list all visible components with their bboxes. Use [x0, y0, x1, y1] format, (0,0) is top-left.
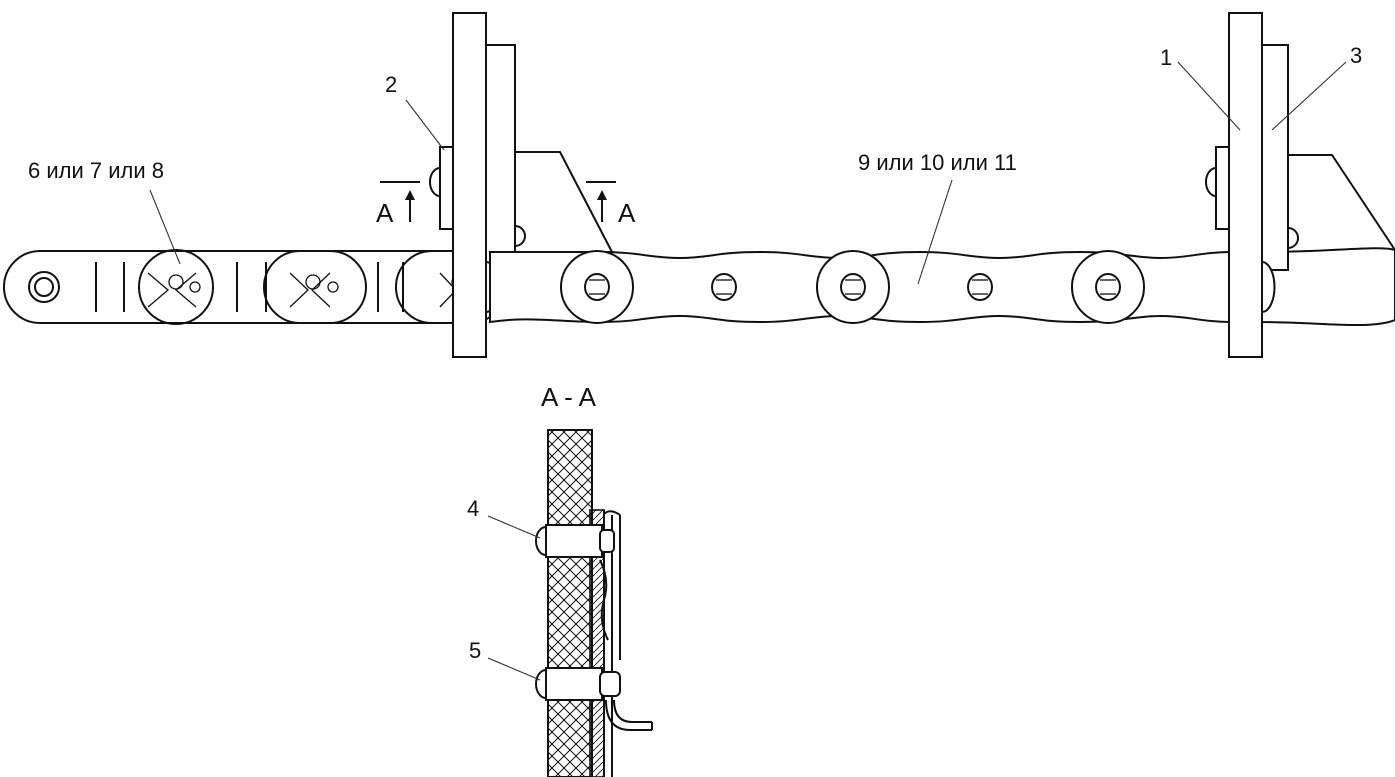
rivet-mark: [289, 272, 339, 308]
part-label-5: 5: [469, 638, 481, 663]
section-indicator-left: A: [376, 181, 420, 228]
section-mark-right-label: A: [618, 198, 636, 228]
part-label-6-7-8: 6 или 7 или 8: [28, 158, 164, 183]
rivet-mark: [147, 272, 201, 308]
strap-link: [3, 249, 507, 325]
right-plate-assembly: [1205, 12, 1395, 358]
section-mark-left-label: A: [376, 198, 394, 228]
section-title: A - A: [541, 382, 597, 412]
part-label-1: 1: [1160, 45, 1172, 70]
roller-chain: [489, 250, 1233, 324]
section-a-a-view: A - A: [535, 382, 653, 777]
part-label-9-10-11: 9 или 10 или 11: [858, 150, 1017, 175]
leader-lines: [149, 61, 1347, 681]
part-label-2: 2: [385, 72, 397, 97]
section-indicator-right: A: [586, 181, 636, 228]
part-label-4: 4: [467, 496, 479, 521]
part-label-3: 3: [1350, 43, 1362, 68]
